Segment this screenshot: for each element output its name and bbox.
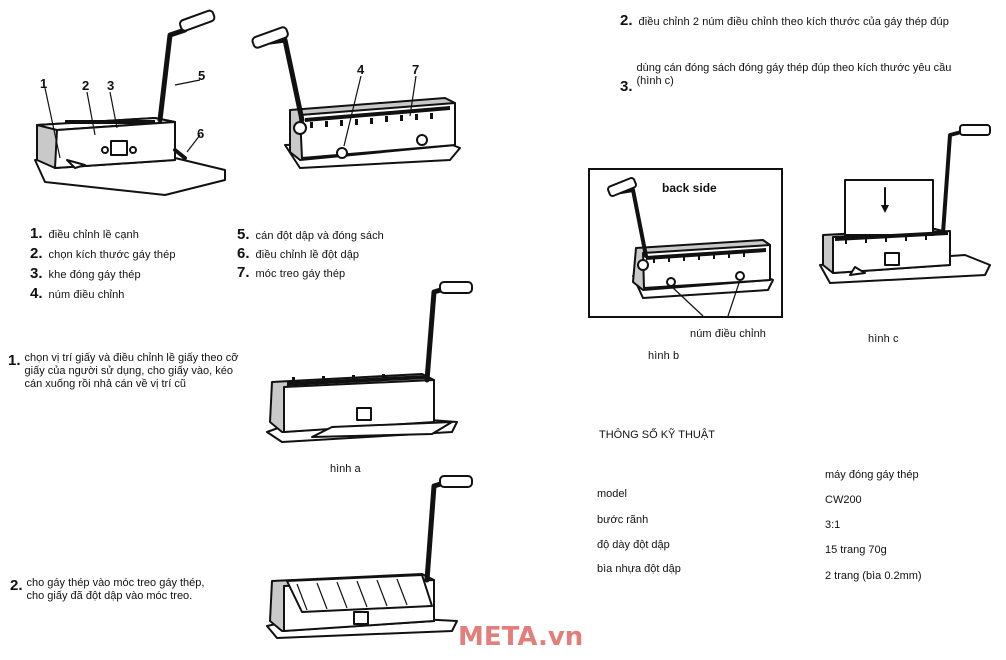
machine-diagram-front: 1 2 3 5 6 bbox=[34, 9, 226, 196]
legend-number: 5. bbox=[237, 226, 250, 243]
legend-label: núm điều chỉnh bbox=[48, 289, 125, 301]
machine-diagram-back: 4 7 bbox=[251, 26, 461, 169]
machine-diagram-hinh-c bbox=[819, 124, 991, 284]
step-number: 3. bbox=[620, 78, 633, 95]
callout-5: 5 bbox=[198, 68, 205, 83]
machine-diagram-step-2 bbox=[266, 475, 473, 639]
figure-caption-hinh-a: hình a bbox=[330, 463, 361, 475]
callout-4: 4 bbox=[357, 62, 365, 77]
spec-value: 15 trang 70g bbox=[825, 544, 887, 556]
spec-title: THÔNG SỐ KỸ THUẬT bbox=[599, 429, 715, 441]
legend-label: điều chỉnh lề cạnh bbox=[48, 229, 139, 241]
legend-label: chọn kích thước gáy thép bbox=[48, 249, 176, 261]
callout-2: 2 bbox=[82, 78, 89, 93]
figure-caption-hinh-b: hình b bbox=[648, 350, 680, 362]
legend-label: điều chỉnh lề đột dập bbox=[255, 249, 360, 261]
spec-value: 3:1 bbox=[825, 519, 841, 531]
step-adjust-knobs: 2. điều chỉnh 2 núm điều chỉnh theo kích… bbox=[620, 12, 949, 29]
spec-label: model bbox=[597, 488, 627, 500]
legend-item: 4. núm điều chỉnh bbox=[30, 285, 240, 305]
legend-item: 2. chọn kích thước gáy thép bbox=[30, 245, 240, 265]
step-text: điều chỉnh 2 núm điều chỉnh theo kích th… bbox=[638, 16, 949, 28]
legend-number: 2. bbox=[30, 245, 43, 262]
step-text: cho gáy thép vào móc treo gáy thép, cho … bbox=[26, 577, 205, 602]
legend-item: 7. móc treo gáy thép bbox=[237, 264, 467, 283]
step-text: dùng cán đóng sách đóng gáy thép đúp the… bbox=[636, 62, 952, 87]
legend-number: 3. bbox=[30, 265, 43, 282]
spec-table: THÔNG SỐ KỸ THUẬT máy đóng gáy thép mode… bbox=[590, 420, 990, 590]
step-number: 2. bbox=[620, 12, 633, 29]
knob-caption: núm điều chỉnh bbox=[690, 328, 767, 340]
legend-number: 4. bbox=[30, 285, 43, 302]
legend-number: 6. bbox=[237, 245, 250, 262]
back-side-label: back side bbox=[662, 181, 717, 195]
step-text: chọn vị trí giấy và điều chỉnh lề giấy t… bbox=[24, 352, 239, 390]
callout-7: 7 bbox=[412, 62, 419, 77]
spec-label: độ dày đột dập bbox=[597, 539, 670, 551]
figure-caption-hinh-c: hình c bbox=[868, 333, 899, 345]
legend-item: 1. điều chỉnh lề cạnh bbox=[30, 225, 240, 245]
step-2: 2. cho gáy thép vào móc treo gáy thép, c… bbox=[10, 577, 220, 603]
spec-label: bước rãnh bbox=[597, 514, 649, 526]
machine-diagram-hinh-b: back side bbox=[607, 177, 774, 317]
legend-item: 3. khe đóng gáy thép bbox=[30, 265, 240, 285]
parts-legend-right: 5. cán đột dập và đóng sách 6. điều chỉn… bbox=[237, 226, 467, 283]
comb-teeth bbox=[65, 120, 155, 124]
machine-diagram-hinh-a: hình a bbox=[266, 281, 473, 475]
legend-number: 1. bbox=[30, 225, 43, 242]
site-watermark: META.vn bbox=[458, 622, 584, 652]
callout-6: 6 bbox=[197, 126, 204, 141]
step-close-spine: 3. dùng cán đóng sách đóng gáy thép đúp … bbox=[620, 62, 967, 95]
step-number: 1. bbox=[8, 352, 21, 369]
step-1: 1. chọn vị trí giấy và điều chỉnh lề giấ… bbox=[8, 352, 248, 391]
legend-label: móc treo gáy thép bbox=[255, 268, 346, 280]
figure-frame-hinh-b bbox=[588, 168, 783, 318]
spec-label: bìa nhựa đột dập bbox=[597, 563, 681, 575]
parts-legend-left: 1. điều chỉnh lề cạnh 2. chọn kích thước… bbox=[30, 225, 240, 305]
legend-label: cán đột dập và đóng sách bbox=[255, 230, 384, 242]
legend-item: 5. cán đột dập và đóng sách bbox=[237, 226, 467, 245]
callout-1: 1 bbox=[40, 76, 47, 91]
spec-value: CW200 bbox=[825, 494, 862, 506]
legend-label: khe đóng gáy thép bbox=[48, 269, 141, 281]
callout-3: 3 bbox=[107, 78, 114, 93]
legend-number: 7. bbox=[237, 264, 250, 281]
spec-header: máy đóng gáy thép bbox=[825, 469, 919, 481]
spec-value: 2 trang (bìa 0.2mm) bbox=[825, 570, 922, 582]
step-number: 2. bbox=[10, 577, 23, 594]
legend-item: 6. điều chỉnh lề đột dập bbox=[237, 245, 467, 264]
